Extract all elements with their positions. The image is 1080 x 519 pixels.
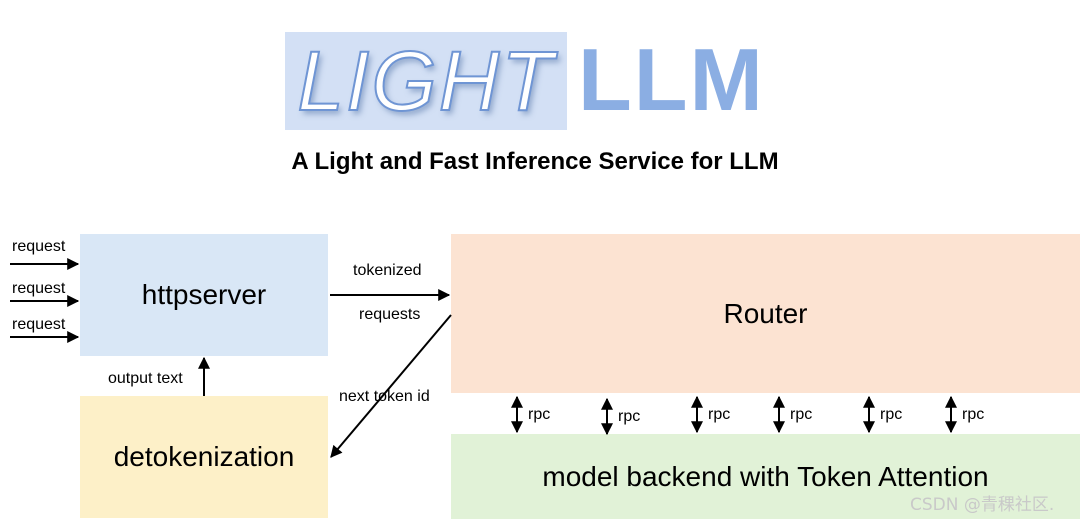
model-backend-box: model backend with Token Attention — [451, 434, 1080, 519]
subtitle: A Light and Fast Inference Service for L… — [291, 148, 779, 175]
logo-llm-text: LLM — [578, 30, 765, 129]
rpc-label-5: rpc — [880, 406, 903, 423]
tokenized-label: tokenized — [353, 262, 422, 279]
logo-light-background — [285, 32, 567, 130]
rpc-label-1: rpc — [528, 406, 551, 423]
rpc-label-2: rpc — [618, 408, 641, 425]
detokenization-box: detokenization — [80, 396, 328, 518]
output-text-label: output text — [108, 370, 183, 387]
detokenization-label: detokenization — [113, 441, 295, 472]
next-token-id-arrow — [330, 314, 452, 458]
requests-label: requests — [359, 306, 421, 323]
model-backend-label: model backend with Token Attention — [542, 460, 989, 492]
request-label-3: request — [12, 316, 66, 333]
router-label: Router — [723, 297, 808, 329]
watermark: CSDN @青稞社区. — [910, 495, 1055, 515]
rpc-label-4: rpc — [790, 406, 813, 423]
logo-light-text: LIGHT — [296, 33, 555, 129]
request-label-1: request — [12, 238, 66, 255]
next-token-id-label: next token id — [339, 388, 430, 405]
httpserver-label: httpserver — [141, 279, 267, 310]
router-box: Router — [451, 234, 1080, 393]
httpserver-box: httpserver — [80, 234, 328, 356]
rpc-label-3: rpc — [708, 406, 731, 423]
rpc-label-6: rpc — [962, 406, 985, 423]
request-label-2: request — [12, 280, 66, 297]
